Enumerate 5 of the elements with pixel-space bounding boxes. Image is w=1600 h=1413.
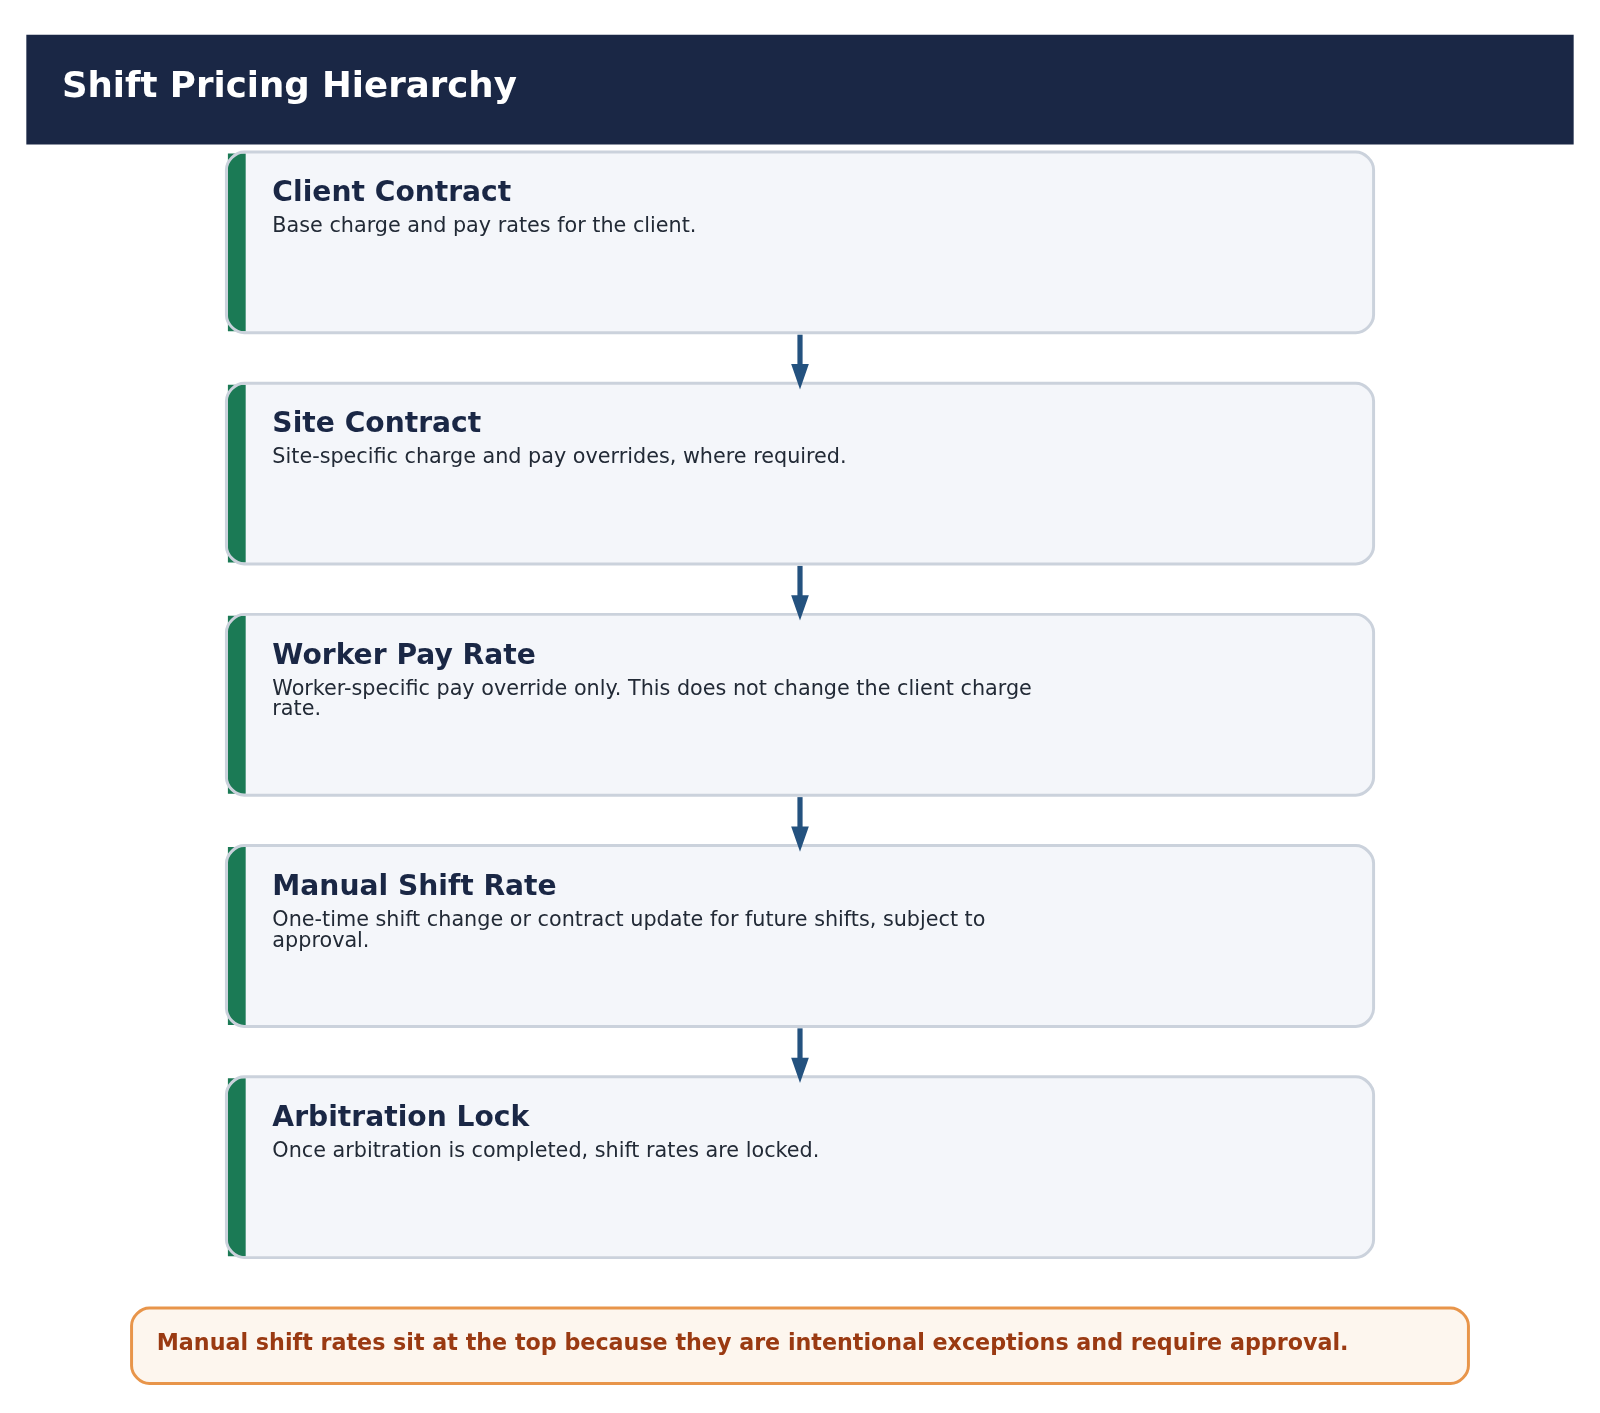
arrow — [791, 334, 809, 389]
arrow — [791, 796, 809, 852]
arrow — [791, 565, 809, 621]
arrow — [791, 1027, 809, 1083]
diagram-title: Shift Pricing Hierarchy — [61, 63, 517, 105]
